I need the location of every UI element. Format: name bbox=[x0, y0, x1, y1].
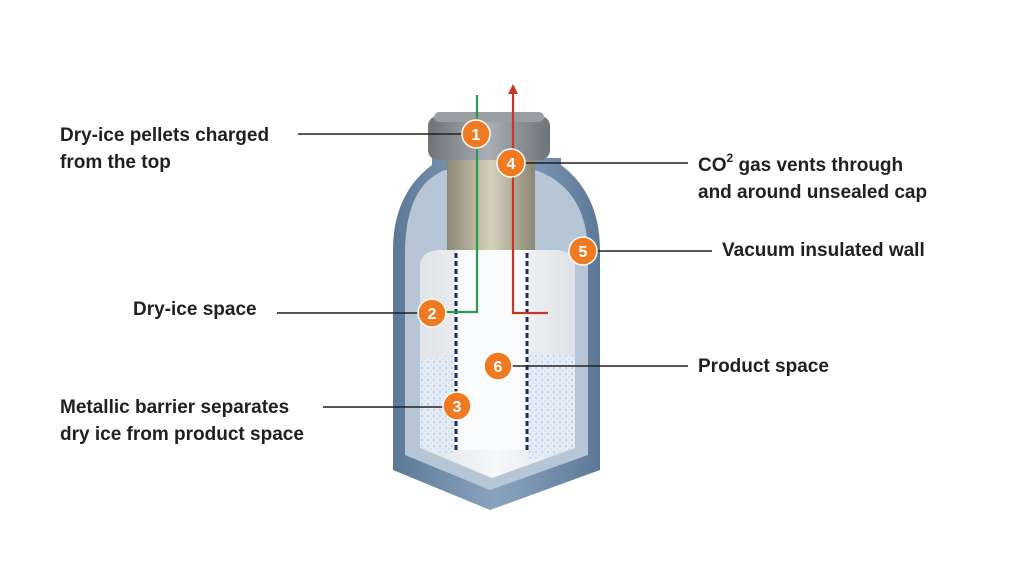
dry-ice-charge-line bbox=[434, 95, 479, 314]
callout-4-line-2: and around unsealed cap bbox=[698, 182, 928, 203]
callout-1-line-1: Dry-ice pellets charged bbox=[60, 125, 270, 146]
callout-1-line-2: from the top bbox=[60, 152, 171, 173]
badge-1: 1 bbox=[461, 119, 491, 149]
dry-ice-pellets-left bbox=[420, 355, 454, 455]
callout-label-1: Dry-ice pellets charged from the top bbox=[60, 122, 269, 176]
badge-6: 6 bbox=[483, 351, 513, 381]
svg-text:4: 4 bbox=[507, 156, 516, 173]
svg-text:1: 1 bbox=[472, 127, 481, 144]
badge-2: 2 bbox=[417, 298, 447, 328]
co2-vent-arrow-icon bbox=[508, 84, 518, 94]
svg-text:5: 5 bbox=[579, 244, 588, 261]
callout-6-line-1: Product space bbox=[698, 356, 829, 377]
co2-text: CO bbox=[698, 155, 727, 176]
callout-label-3: Metallic barrier separates dry ice from … bbox=[60, 394, 304, 448]
callout-4-line-1: CO2 gas vents through bbox=[698, 152, 927, 179]
svg-text:3: 3 bbox=[453, 399, 462, 416]
callout-label-6: Product space bbox=[698, 353, 829, 380]
callout-3-line-1: Metallic barrier separates bbox=[60, 397, 290, 418]
badge-4: 4 bbox=[496, 148, 526, 178]
dry-ice-pellets-right bbox=[528, 352, 575, 460]
callout-3-line-2: dry ice from product space bbox=[60, 424, 304, 445]
co2-superscript: 2 bbox=[726, 150, 734, 165]
callout-label-5: Vacuum insulated wall bbox=[722, 237, 925, 264]
callout-4-line-1-rest: gas vents through bbox=[733, 155, 904, 176]
callout-2-line-1: Dry-ice space bbox=[133, 299, 257, 320]
badge-3: 3 bbox=[442, 391, 472, 421]
callout-5-line-1: Vacuum insulated wall bbox=[722, 240, 925, 261]
dry-ice-tube bbox=[455, 250, 527, 450]
svg-text:2: 2 bbox=[428, 306, 437, 323]
svg-text:6: 6 bbox=[494, 359, 503, 376]
callout-label-4: CO2 gas vents through and around unseale… bbox=[698, 152, 927, 206]
cap-top bbox=[434, 112, 544, 122]
badge-5: 5 bbox=[568, 236, 598, 266]
callout-label-2: Dry-ice space bbox=[133, 296, 257, 323]
